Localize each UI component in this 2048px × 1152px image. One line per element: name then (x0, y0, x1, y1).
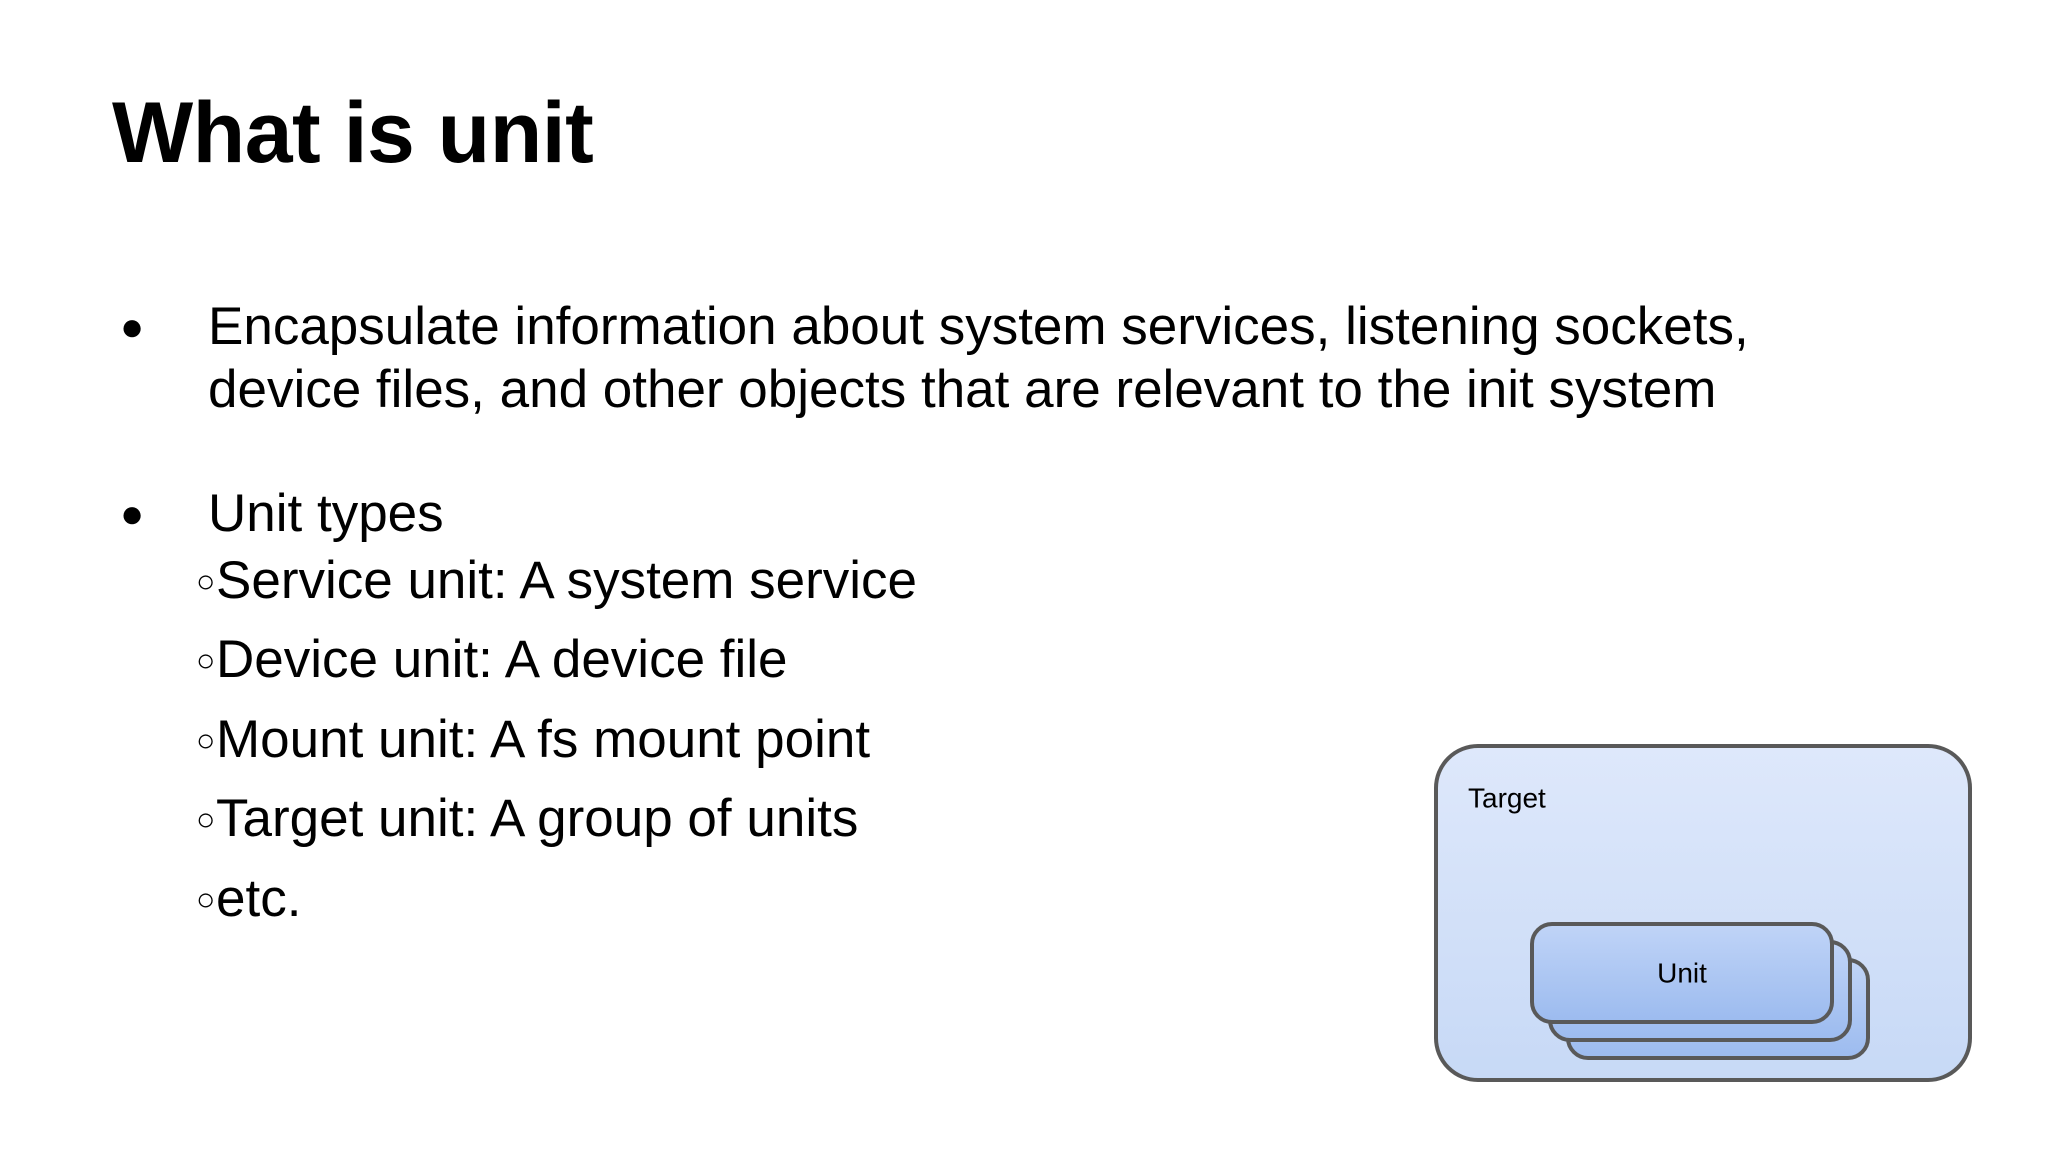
target-label: Target (1468, 782, 1546, 813)
bullet-text: Encapsulate information about system ser… (208, 297, 1749, 419)
hollow-bullet-icon: ○ (196, 642, 216, 679)
sub-bullet-text: Service unit: A system service (216, 550, 918, 610)
list-item: ● Encapsulate information about system s… (112, 296, 1942, 421)
hollow-bullet-icon: ○ (196, 801, 216, 838)
list-item: ○ Device unit: A device file (112, 629, 1942, 692)
list-item: ○ Service unit: A system service (112, 550, 1942, 613)
bullet-block-2: ● Unit types ○ Service unit: A system se… (112, 483, 1942, 930)
sub-bullet-text: etc. (216, 868, 302, 928)
sub-bullet-text: Mount unit: A fs mount point (216, 709, 871, 769)
unit-label: Unit (1657, 957, 1707, 988)
paragraph-spacer (112, 421, 1942, 483)
list-item: ○ Target unit: A group of units (112, 788, 1942, 851)
list-item: ○ Mount unit: A fs mount point (112, 709, 1942, 772)
target-unit-diagram: Target Unit (1432, 742, 1978, 1088)
filled-bullet-icon: ● (120, 492, 145, 537)
slide-body: ● Encapsulate information about system s… (112, 296, 1942, 947)
filled-bullet-icon: ● (120, 305, 145, 349)
sub-bullet-text: Device unit: A device file (216, 630, 788, 690)
page-title: What is unit (112, 85, 594, 181)
bullet-block-1: ● Encapsulate information about system s… (112, 296, 1942, 421)
sub-bullet-list: ○ Service unit: A system service ○ Devic… (112, 550, 1942, 931)
hollow-bullet-icon: ○ (196, 721, 216, 758)
unit-box-front (1530, 922, 1834, 1024)
sub-bullet-text: Target unit: A group of units (216, 789, 859, 849)
bullet-text: Unit types (208, 484, 444, 544)
hollow-bullet-icon: ○ (196, 880, 216, 917)
list-item: ○ etc. (112, 868, 1942, 931)
hollow-bullet-icon: ○ (196, 562, 216, 599)
list-item: ● Unit types (112, 483, 1942, 546)
